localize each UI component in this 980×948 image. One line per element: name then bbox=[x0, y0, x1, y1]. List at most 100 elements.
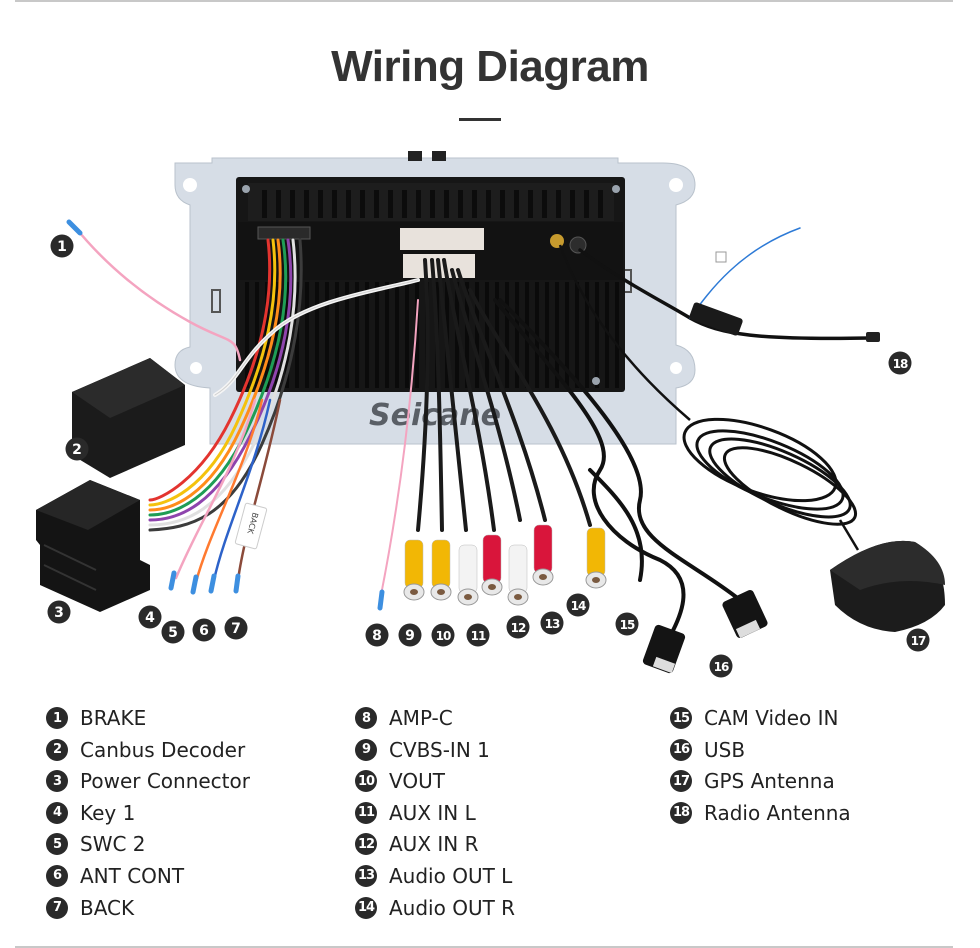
number-badge-icon: 5 bbox=[46, 833, 68, 856]
main-harness-port bbox=[400, 228, 484, 250]
legend-label: Power Connector bbox=[80, 769, 250, 794]
callout-number: 11 bbox=[471, 629, 486, 643]
number-badge-icon: 12 bbox=[355, 833, 377, 856]
legend-item: 17 GPS Antenna bbox=[670, 767, 851, 795]
legend-label: Key 1 bbox=[80, 800, 136, 825]
bottom-divider bbox=[15, 946, 953, 948]
callout-badge-5: 5 bbox=[161, 620, 185, 644]
callout-badge-7: 7 bbox=[224, 616, 248, 640]
callout-number: 17 bbox=[911, 634, 926, 648]
callout-badge-11: 11 bbox=[466, 623, 490, 647]
gps-antenna bbox=[558, 244, 945, 632]
legend-label: Audio OUT R bbox=[389, 895, 516, 920]
legend-label: AUX IN R bbox=[389, 832, 479, 857]
radio-antenna-cable bbox=[578, 227, 880, 342]
number-badge-icon: 14 bbox=[355, 896, 377, 919]
legend-label: Canbus Decoder bbox=[80, 737, 246, 762]
brand-watermark: Seicane bbox=[369, 398, 501, 433]
number-badge-icon: 2 bbox=[46, 738, 68, 761]
callout-number: 2 bbox=[72, 442, 82, 458]
number-badge-icon: 8 bbox=[355, 707, 377, 729]
callout-number: 9 bbox=[405, 628, 415, 644]
number-badge-icon: 11 bbox=[355, 801, 377, 824]
legend-item: 15 CAM Video IN bbox=[670, 704, 851, 732]
legend-item: 10 VOUT bbox=[355, 767, 515, 795]
callout-number: 14 bbox=[571, 599, 586, 613]
legend-label: Audio OUT L bbox=[389, 863, 513, 888]
number-badge-icon: 6 bbox=[46, 864, 68, 887]
top-divider bbox=[15, 0, 953, 2]
number-badge-icon: 17 bbox=[670, 770, 692, 793]
power-connector bbox=[36, 480, 150, 612]
rca-plug bbox=[457, 544, 479, 606]
legend-item: 7 BACK bbox=[46, 894, 250, 922]
legend-label: USB bbox=[704, 737, 746, 762]
callout-badge-12: 12 bbox=[506, 615, 530, 639]
callout-number: 4 bbox=[145, 610, 155, 626]
callout-number: 7 bbox=[231, 621, 241, 637]
number-badge-icon: 7 bbox=[46, 896, 68, 919]
rca-plug bbox=[403, 539, 425, 601]
legend-label: SWC 2 bbox=[80, 832, 146, 857]
number-badge-icon: 15 bbox=[670, 707, 692, 729]
usb-connector-1 bbox=[642, 624, 686, 674]
legend-label: AMP-C bbox=[389, 706, 453, 730]
legend-item: 12 AUX IN R bbox=[355, 830, 515, 858]
legend-item: 13 Audio OUT L bbox=[355, 862, 515, 890]
callout-badge-16: 16 bbox=[709, 654, 733, 678]
callout-number: 3 bbox=[54, 605, 64, 621]
rca-plug bbox=[585, 527, 607, 589]
callout-badge-9: 9 bbox=[398, 623, 422, 647]
legend-item: 6 ANT CONT bbox=[46, 862, 250, 890]
canbus-decoder bbox=[72, 358, 185, 478]
legend-label: VOUT bbox=[389, 769, 445, 794]
callout-badge-18: 18 bbox=[888, 351, 912, 375]
callout-badge-3: 3 bbox=[47, 600, 71, 624]
callout-number: 18 bbox=[893, 357, 908, 371]
number-badge-icon: 13 bbox=[355, 864, 377, 887]
heatsink-fins-top bbox=[262, 190, 603, 218]
callout-number: 1 bbox=[57, 239, 67, 255]
number-badge-icon: 1 bbox=[46, 707, 68, 729]
callout-badge-10: 10 bbox=[431, 623, 455, 647]
rca-plug bbox=[481, 534, 503, 596]
callout-number: 6 bbox=[199, 623, 209, 639]
rca-plug bbox=[532, 524, 554, 586]
legend-label: BRAKE bbox=[80, 706, 147, 730]
callout-number: 15 bbox=[620, 618, 635, 632]
rca-plugs bbox=[403, 524, 607, 606]
rca-plug bbox=[430, 539, 452, 601]
legend-label: ANT CONT bbox=[80, 863, 185, 888]
callout-badge-4: 4 bbox=[138, 605, 162, 629]
callout-badge-1: 1 bbox=[50, 234, 74, 258]
wire-bundle-left bbox=[66, 219, 420, 595]
legend-label: CVBS-IN 1 bbox=[389, 737, 490, 762]
av-cable-bundle bbox=[377, 258, 592, 611]
legend-label: GPS Antenna bbox=[704, 769, 835, 794]
back-wire-tag bbox=[234, 502, 268, 550]
callout-badge-6: 6 bbox=[192, 618, 216, 642]
legend-item: 4 Key 1 bbox=[46, 799, 250, 827]
legend-item: 2 Canbus Decoder bbox=[46, 736, 250, 764]
legend-label: CAM Video IN bbox=[704, 706, 839, 730]
legend-label: BACK bbox=[80, 895, 135, 920]
gps-sma-port bbox=[550, 234, 564, 248]
page-title: Wiring Diagram bbox=[331, 42, 649, 91]
callout-number: 13 bbox=[545, 617, 560, 631]
callout-badge-14: 14 bbox=[566, 593, 590, 617]
legend-item: 8 AMP-C bbox=[355, 704, 515, 732]
legend-label: Radio Antenna bbox=[704, 800, 851, 825]
callout-badge-2: 2 bbox=[65, 437, 89, 461]
title-underline bbox=[459, 118, 501, 121]
number-badge-icon: 10 bbox=[355, 770, 377, 793]
number-badge-icon: 4 bbox=[46, 801, 68, 824]
callout-number: 10 bbox=[436, 629, 451, 643]
